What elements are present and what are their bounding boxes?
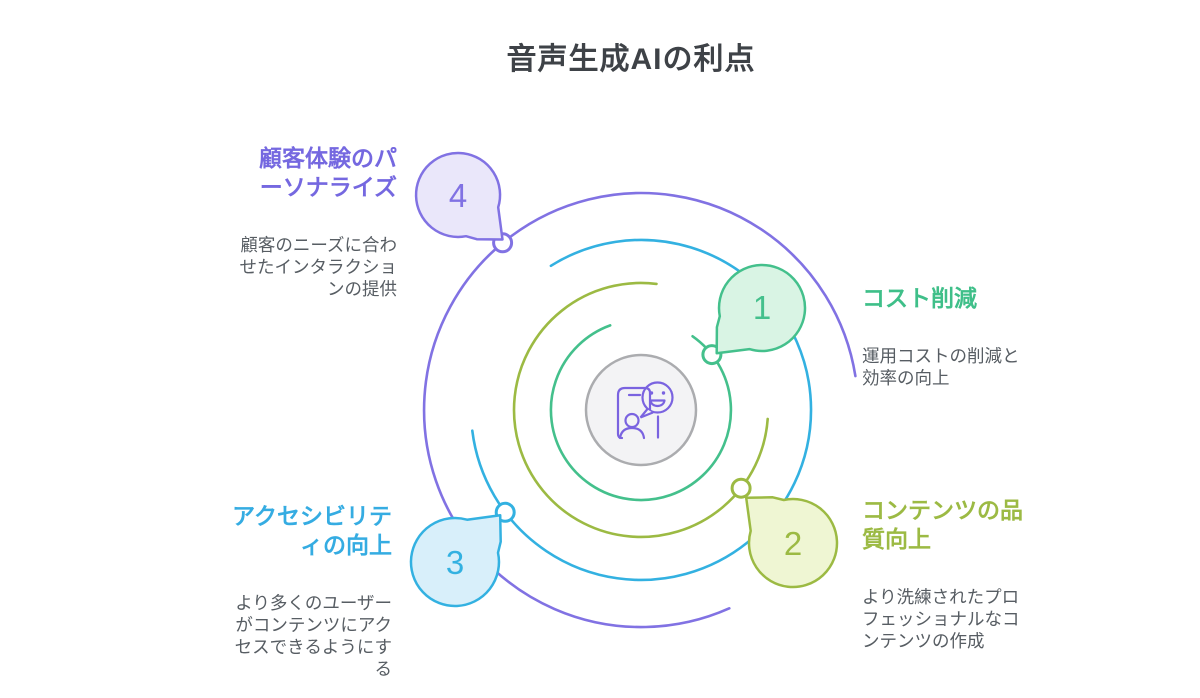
smiley-eye-left bbox=[649, 391, 654, 395]
person-shoulders bbox=[618, 426, 646, 440]
spiral-arc-3 bbox=[471, 238, 813, 582]
item-label-1: コスト削減 運用コストの削減と 効率の向上 bbox=[862, 266, 1020, 407]
item-label-3: アクセシビリテ ィの向上 より多くのユーザー がコンテンツにアク セスできるよう… bbox=[232, 484, 392, 698]
phone-icon bbox=[616, 386, 652, 440]
step-bubble-2: 2 bbox=[744, 496, 839, 589]
infographic-canvas: 音声生成AIの利点 1 2 3 4 bbox=[232, 43, 1023, 679]
step-bubble-3: 3 bbox=[409, 513, 502, 608]
item-heading-3: アクセシビリテ ィの向上 bbox=[232, 503, 392, 558]
step-number-3: 3 bbox=[446, 544, 464, 581]
smiley-eye-right bbox=[661, 391, 666, 395]
step-bubble-3-shape bbox=[409, 513, 502, 608]
spiral-arc-4 bbox=[422, 191, 857, 629]
spiral-arc-2 bbox=[512, 281, 769, 539]
smiley-mouth bbox=[649, 399, 666, 408]
step-bubble-1: 1 bbox=[715, 263, 807, 355]
step-bubble-4-shape bbox=[414, 151, 504, 241]
item-heading-4: 顧客体験のパ ーソナライズ bbox=[259, 145, 397, 200]
item-description-1: 運用コストの削減と 効率の向上 bbox=[862, 346, 1020, 388]
spiral-arc-1 bbox=[549, 324, 733, 502]
item-heading-2: コンテンツの品 質向上 bbox=[862, 497, 1023, 552]
voice-assistant-icon bbox=[616, 381, 674, 440]
item-label-4: 顧客体験のパ ーソナライズ 顧客のニーズに合わ せたインタラクショ ンの提供 bbox=[240, 126, 398, 318]
step-number-1: 1 bbox=[753, 289, 771, 326]
item-description-4: 顧客のニーズに合わ せたインタラクショ ンの提供 bbox=[239, 235, 398, 299]
item-label-2: コンテンツの品 質向上 より洗練されたプロ フェッショナルなコ ンテンツの作成 bbox=[862, 478, 1023, 670]
step-bubble-1-shape bbox=[715, 263, 807, 355]
speech-bubble bbox=[641, 381, 674, 414]
item-description-2: より洗練されたプロ フェッショナルなコ ンテンツの作成 bbox=[862, 587, 1020, 651]
item-description-3: より多くのユーザー がコンテンツにアク セスできるようにす る bbox=[234, 593, 392, 679]
spiral-diagram: 1 2 3 4 bbox=[409, 151, 857, 629]
page-title: 音声生成AIの利点 bbox=[506, 43, 756, 76]
speech-bubble-tail bbox=[639, 408, 654, 419]
connector-dot-2 bbox=[730, 477, 752, 499]
item-heading-1: コスト削減 bbox=[862, 285, 977, 311]
step-number-4: 4 bbox=[449, 177, 467, 214]
center-circle bbox=[584, 353, 698, 467]
step-bubble-4: 4 bbox=[414, 151, 504, 241]
step-number-2: 2 bbox=[784, 525, 802, 562]
step-bubble-2-shape bbox=[744, 496, 839, 589]
